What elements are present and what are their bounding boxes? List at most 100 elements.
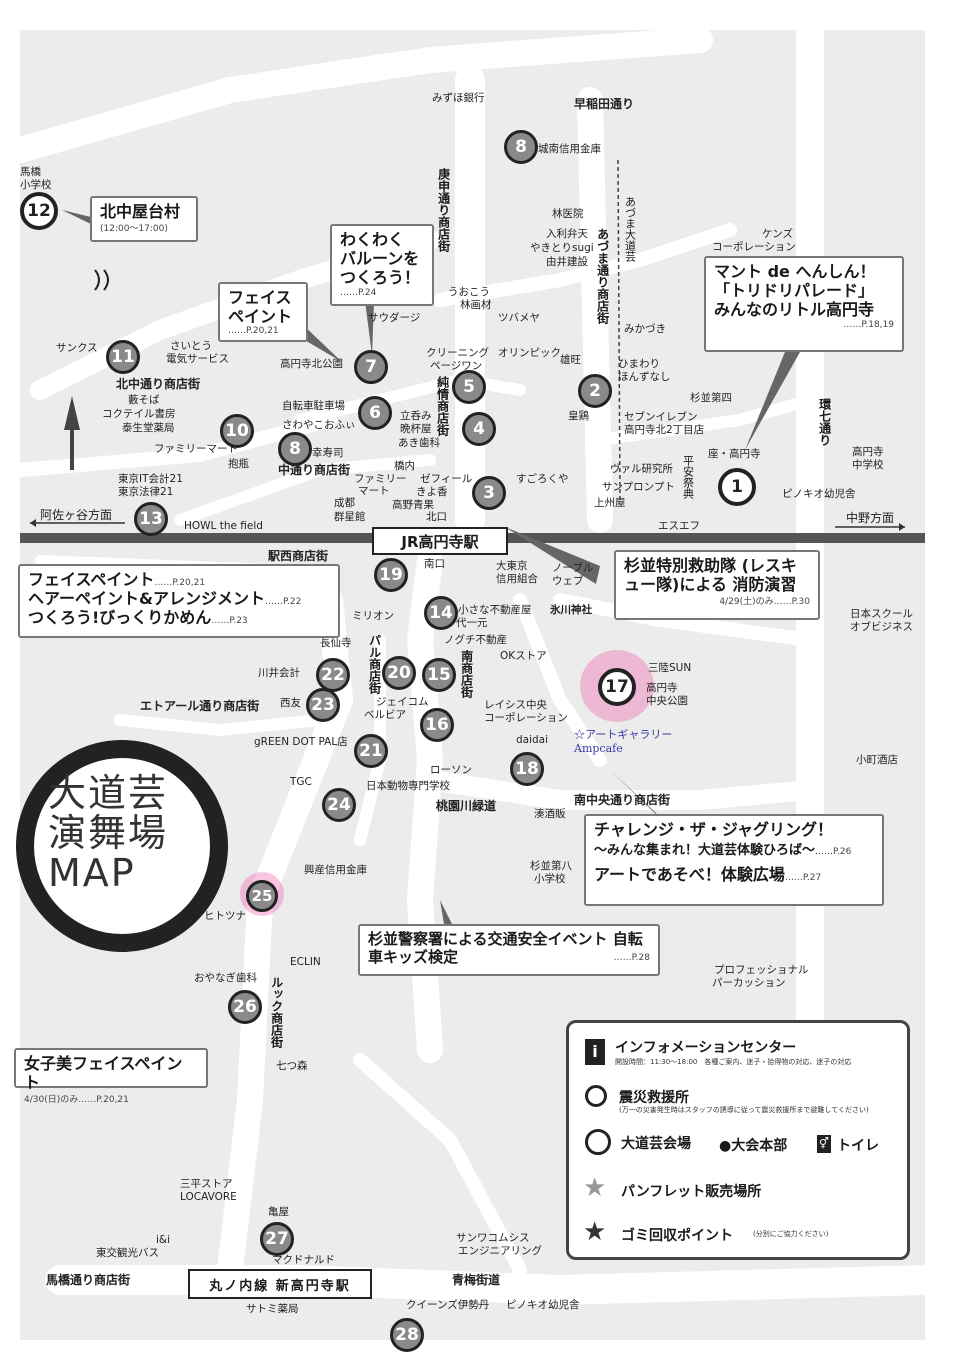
venue-marker-25[interactable]: 25 xyxy=(246,880,278,912)
place-label: 信用組合 xyxy=(496,573,538,585)
place-label: 馬橋 xyxy=(20,166,41,178)
venue-marker-24[interactable]: 24 xyxy=(322,788,356,822)
street-minami: 南商店街 xyxy=(459,650,474,698)
place-label: 南口 xyxy=(424,558,445,570)
callout-juggling[interactable]: チャレンジ・ザ・ジャグリング！ ～みんな集まれ！大道芸体験ひろば～……P.26 … xyxy=(584,814,884,906)
venue-marker-13[interactable]: 13 xyxy=(134,502,168,536)
place-label: 上州屋 xyxy=(594,497,626,509)
place-label: ほんずなし xyxy=(618,371,671,383)
place-label: ゼフィール xyxy=(420,473,473,485)
direction-nakano: 中野方面 xyxy=(846,511,895,525)
place-label: みずほ銀行 xyxy=(432,92,485,104)
place-label: サトミ薬局 xyxy=(246,1303,299,1315)
place-label: ECLIN xyxy=(290,956,321,968)
callout-rescue[interactable]: 杉並特別救助隊 (レスキュー隊)による 消防演習 4/29(土)のみ……P.30 xyxy=(614,550,820,620)
jr-koenji-station[interactable]: JR高円寺駅 xyxy=(372,527,508,555)
place-label: ミリオン xyxy=(352,610,394,622)
place-label: きよ香 xyxy=(416,486,448,498)
disaster-circle-icon xyxy=(585,1085,607,1107)
venue-marker-8[interactable]: 8 xyxy=(278,432,312,466)
callout-police[interactable]: 杉並警察署による交通安全イベント 自転車キッズ検定 ……P.28 xyxy=(358,924,660,976)
venue-marker-4[interactable]: 4 xyxy=(462,412,496,446)
venue-marker-10[interactable]: 10 xyxy=(220,414,254,448)
place-label: 大東京 xyxy=(496,560,528,572)
venue-marker-1[interactable]: 1 xyxy=(718,468,756,506)
venue-marker-11[interactable]: 11 xyxy=(106,340,140,374)
venue-marker-26[interactable]: 26 xyxy=(228,990,262,1024)
venue-marker-15[interactable]: 15 xyxy=(422,658,456,692)
venue-marker-22[interactable]: 22 xyxy=(316,658,350,692)
venue-marker-21[interactable]: 21 xyxy=(354,734,388,768)
venue-marker-17[interactable]: 17 xyxy=(598,668,636,706)
place-label: 高円寺 xyxy=(852,446,884,458)
callout-face-paint[interactable]: フェイス ペイント ……P.20,21 xyxy=(218,282,308,342)
place-label: 晩杯屋 xyxy=(400,423,432,435)
callout-page: ……P.22 xyxy=(265,597,302,608)
venue-marker-23[interactable]: 23 xyxy=(306,688,340,722)
venue-marker-12[interactable]: 12 xyxy=(20,192,58,230)
place-label: ピノキオ幼児舎 xyxy=(506,1299,580,1311)
place-label: コーポレーション xyxy=(712,241,796,253)
legend-venue: 大道芸会場 xyxy=(621,1136,691,1152)
legend-info-note: 開設時間：11:30～18:00 各種ご案内、迷子・拾得物の対応、迷子の対応 xyxy=(615,1058,852,1066)
street-babahashi: 馬橋通り商店街 xyxy=(46,1273,131,1287)
place-label: 長仙寺 xyxy=(320,637,352,649)
legend: i インフォメーションセンター 開設時間：11:30～18:00 各種ご案内、迷… xyxy=(566,1020,910,1260)
place-label: 小さな不動産屋 xyxy=(458,604,532,616)
venue-marker-19[interactable]: 19 xyxy=(374,558,408,592)
venue-marker-6[interactable]: 6 xyxy=(358,396,392,430)
callout-face-hair[interactable]: フェイスペイント……P.20,21 ヘアーペイント&アレンジメント……P.22 … xyxy=(18,564,340,638)
place-label: 城南信用金庫 xyxy=(538,143,601,155)
callout-manto[interactable]: マント de へんしん！ 「トリドリパレード」 みんなのリトル高円寺 ……P.1… xyxy=(704,256,904,352)
legend-garbage-note: (分別にご協力ください) xyxy=(753,1230,829,1238)
place-label: 自転車駐車場 xyxy=(282,400,345,412)
street-oume: 青梅街道 xyxy=(452,1273,501,1287)
venue-marker-5[interactable]: 5 xyxy=(452,370,486,404)
shin-koenji-station[interactable]: 丸ノ内線 新高円寺駅 xyxy=(188,1269,372,1299)
callout-joshibi[interactable]: 女子美フェイスペイント 4/30(日)のみ……P.20,21 xyxy=(14,1048,208,1105)
callout-page: ……P.18,19 xyxy=(843,319,894,330)
place-label: エンジニアリング xyxy=(458,1245,542,1257)
street-paru: パル商店街 xyxy=(367,634,382,694)
callout-title: 北中屋台村 xyxy=(100,202,181,221)
place-label: ヒトツナ xyxy=(204,910,246,922)
callout-balloon[interactable]: わくわく バルーンを つくろう！ ……P.24 xyxy=(330,224,434,306)
venue-marker-28[interactable]: 28 xyxy=(390,1318,424,1352)
venue-marker-20[interactable]: 20 xyxy=(382,656,416,690)
venue-marker-7[interactable]: 7 xyxy=(354,350,388,384)
place-label: gREEN DOT PAL店 xyxy=(254,736,348,748)
callout-sub: 4/30(日)のみ……P.20,21 xyxy=(24,1095,129,1106)
callout-title: わくわく バルーンを つくろう！ xyxy=(340,230,421,288)
place-label: 代一元 xyxy=(456,617,488,629)
venue-marker-27[interactable]: 27 xyxy=(260,1222,294,1256)
place-label: ひまわり xyxy=(618,358,660,370)
venue-marker-18[interactable]: 18 xyxy=(510,752,544,786)
street-nakadori: 中通り商店街 xyxy=(278,463,351,477)
toilet-icon: ⚥ xyxy=(817,1135,831,1153)
place-label: ファミリーマート xyxy=(154,443,238,455)
place-label: 中央公園 xyxy=(646,695,688,707)
place-label: 林医院 xyxy=(552,208,584,220)
place-label: 小学校 xyxy=(534,873,566,885)
place-label: 川井会計 xyxy=(258,667,300,679)
venue-marker-14[interactable]: 14 xyxy=(424,596,458,630)
place-label: 東京IT会計21 xyxy=(118,473,183,485)
callout-kitanakaya[interactable]: 北中屋台村 (12:00～17:00) xyxy=(90,196,198,242)
place-label: 日本スクール xyxy=(850,608,913,620)
venue-marker-2[interactable]: 2 xyxy=(578,374,612,408)
place-label: セブンイレブン xyxy=(624,411,698,423)
dark-star-icon: ★ xyxy=(583,1217,607,1247)
place-label: ノーブル xyxy=(552,562,594,574)
place-label: 氷川神社 xyxy=(550,604,592,616)
place-label: 雄旺 xyxy=(560,354,581,366)
venue-marker-16[interactable]: 16 xyxy=(420,708,454,742)
place-label: クリーニング xyxy=(426,347,489,359)
venue-marker-8-north[interactable]: 8 xyxy=(504,130,538,164)
direction-asagaya: 阿佐ヶ谷方面 xyxy=(40,508,113,522)
info-icon: i xyxy=(585,1039,605,1065)
street-momozono: 桃園川緑道 xyxy=(436,799,497,813)
place-label: さわやこおふぃ xyxy=(282,419,356,431)
place-label: 東交観光バス xyxy=(96,1247,159,1259)
venue-marker-3[interactable]: 3 xyxy=(472,476,506,510)
place-label: ノグチ不動産 xyxy=(444,634,507,646)
